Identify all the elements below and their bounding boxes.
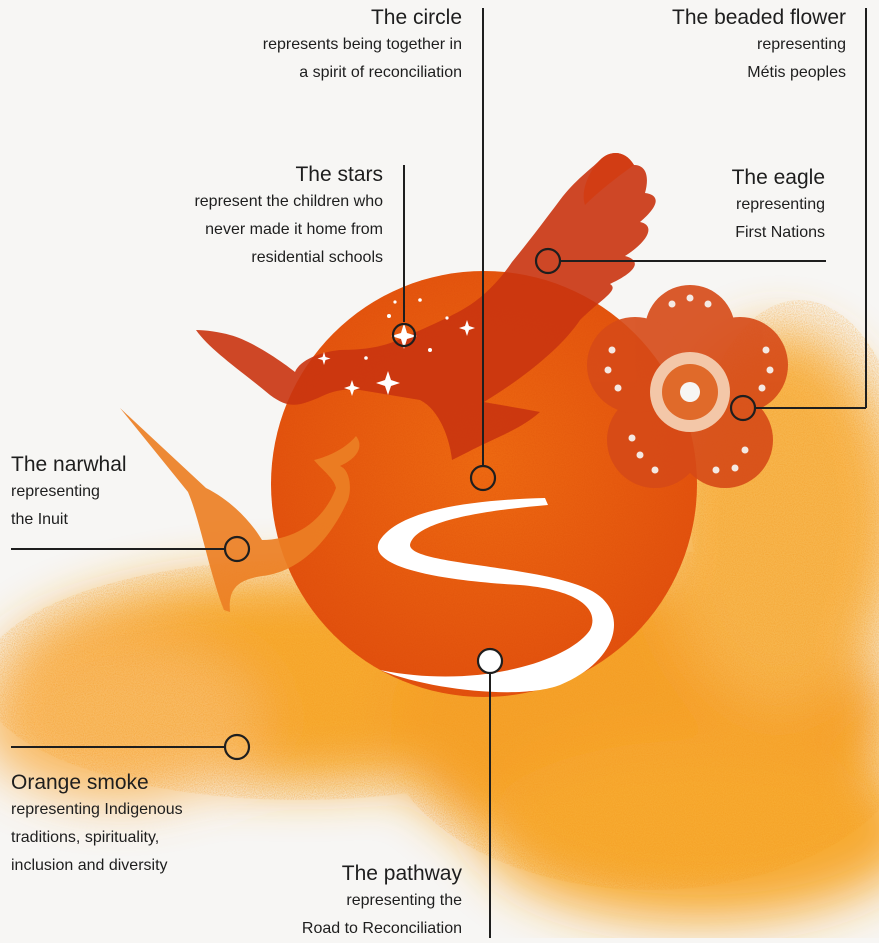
label-pathway-line: Road to Reconciliation xyxy=(301,920,462,937)
label-eagle-line: First Nations xyxy=(735,224,825,241)
label-pathway-line: representing the xyxy=(346,892,462,909)
label-smoke-title: Orange smoke xyxy=(11,771,149,794)
label-narwhal-line: representing xyxy=(11,483,100,500)
label-smoke-line: traditions, spirituality, xyxy=(11,829,160,846)
label-circle-title: The circle xyxy=(370,6,462,29)
label-eagle-title: The eagle xyxy=(731,166,825,189)
label-flower: The beaded flower representing Métis peo… xyxy=(566,4,846,87)
label-smoke: Orange smoke representing Indigenous tra… xyxy=(11,769,311,880)
marker-smoke xyxy=(223,733,251,761)
label-flower-title: The beaded flower xyxy=(672,6,846,29)
label-pathway: The pathway representing the Road to Rec… xyxy=(142,860,462,943)
label-stars-line: represent the children who xyxy=(194,193,383,210)
marker-flower xyxy=(729,394,757,422)
label-stars-line: never made it home from xyxy=(205,221,383,238)
label-circle-line: a spirit of reconciliation xyxy=(299,64,462,81)
label-narwhal-title: The narwhal xyxy=(11,453,127,476)
marker-circle-center xyxy=(469,464,497,492)
label-pathway-title: The pathway xyxy=(341,862,462,885)
leader-lines xyxy=(11,8,867,938)
label-stars-line: residential schools xyxy=(251,249,383,266)
label-flower-line: representing xyxy=(757,36,846,53)
label-stars-title: The stars xyxy=(295,163,383,186)
label-narwhal: The narwhal representing the Inuit xyxy=(11,451,271,534)
label-stars: The stars represent the children who nev… xyxy=(63,161,383,272)
marker-stars xyxy=(391,322,417,348)
label-eagle: The eagle representing First Nations xyxy=(565,164,825,247)
label-smoke-line: inclusion and diversity xyxy=(11,857,168,874)
label-eagle-line: representing xyxy=(736,196,825,213)
marker-narwhal xyxy=(223,535,251,563)
label-smoke-line: representing Indigenous xyxy=(11,801,183,818)
label-narwhal-line: the Inuit xyxy=(11,511,68,528)
label-circle-line: represents being together in xyxy=(262,36,462,53)
marker-circles xyxy=(223,247,757,761)
stars-group xyxy=(317,298,475,396)
eagle-shape xyxy=(196,153,656,460)
marker-pathway xyxy=(476,647,504,675)
label-flower-line: Métis peoples xyxy=(747,64,846,81)
beaded-flower xyxy=(587,285,788,488)
marker-eagle xyxy=(534,247,562,275)
label-circle: The circle represents being together in … xyxy=(142,4,462,87)
narwhal-shape xyxy=(120,408,360,612)
